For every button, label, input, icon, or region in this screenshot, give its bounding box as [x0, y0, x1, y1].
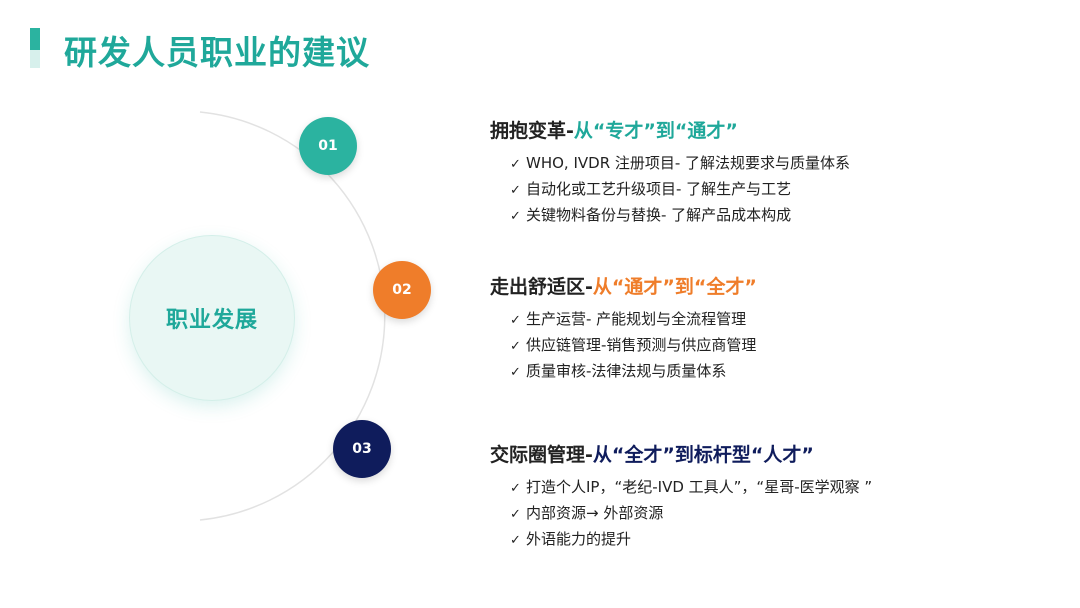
section-heading: 交际圈管理-从“全才”到标杆型“人才”: [490, 440, 1050, 467]
heading-accent: 从“通才”到“全才”: [592, 276, 757, 298]
list-item: ✓ 关键物料备份与替换- 了解产品成本构成: [510, 203, 1050, 229]
check-icon: ✓: [510, 313, 521, 328]
check-icon: ✓: [510, 183, 521, 198]
list-item: ✓ 打造个人IP，“老纪-IVD 工具人”，“星哥-医学观察 ”: [510, 475, 1050, 501]
item-text: WHO, IVDR 注册项目- 了解法规要求与质量体系: [526, 154, 851, 172]
section-heading: 走出舒适区-从“通才”到“全才”: [490, 272, 1050, 299]
heading-accent: 从“专才”到“通才”: [573, 120, 738, 142]
step-badge-03: 03: [333, 420, 391, 478]
page-title: 研发人员职业的建议: [64, 33, 370, 72]
check-icon: ✓: [510, 157, 521, 172]
section-02: 走出舒适区-从“通才”到“全才” ✓ 生产运营- 产能规划与全流程管理 ✓ 供应链管…: [490, 272, 1050, 385]
list-item: ✓ 外语能力的提升: [510, 527, 1050, 553]
check-icon: ✓: [510, 209, 521, 224]
item-text: 供应链管理-销售预测与供应商管理: [526, 336, 757, 354]
check-icon: ✓: [510, 533, 521, 548]
check-icon: ✓: [510, 481, 521, 496]
list-item: ✓ 质量审核-法律法规与质量体系: [510, 359, 1050, 385]
item-text: 外语能力的提升: [526, 530, 632, 548]
section-heading: 拥抱变革-从“专才”到“通才”: [490, 116, 1050, 143]
center-circle: 职业发展: [130, 236, 294, 400]
check-icon: ✓: [510, 365, 521, 380]
heading-main: 拥抱变革-: [490, 120, 574, 142]
item-text: 质量审核-法律法规与质量体系: [526, 362, 727, 380]
list-item: ✓ 供应链管理-销售预测与供应商管理: [510, 333, 1050, 359]
section-01: 拥抱变革-从“专才”到“通才” ✓ WHO, IVDR 注册项目- 了解法规要求与…: [490, 116, 1050, 229]
list-item: ✓ 生产运营- 产能规划与全流程管理: [510, 307, 1050, 333]
center-label: 职业发展: [165, 308, 258, 333]
list-item: ✓ WHO, IVDR 注册项目- 了解法规要求与质量体系: [510, 151, 1050, 177]
item-text: 生产运营- 产能规划与全流程管理: [526, 310, 747, 328]
heading-main: 交际圈管理-: [490, 444, 593, 466]
item-text: 关键物料备份与替换- 了解产品成本构成: [526, 206, 792, 224]
step-badge-02: 02: [373, 261, 431, 319]
check-icon: ✓: [510, 507, 521, 522]
item-text: 打造个人IP，“老纪-IVD 工具人”，“星哥-医学观察 ”: [526, 478, 873, 496]
title-accent-bar: [30, 28, 40, 68]
item-list: ✓ 打造个人IP，“老纪-IVD 工具人”，“星哥-医学观察 ” ✓ 内部资源→ 外…: [490, 475, 1050, 553]
list-item: ✓ 自动化或工艺升级项目- 了解生产与工艺: [510, 177, 1050, 203]
list-item: ✓ 内部资源→ 外部资源: [510, 501, 1050, 527]
check-icon: ✓: [510, 339, 521, 354]
item-list: ✓ 生产运营- 产能规划与全流程管理 ✓ 供应链管理-销售预测与供应商管理 ✓ 质量审…: [490, 307, 1050, 385]
heading-accent: 从“全才”到标杆型“人才”: [592, 444, 814, 466]
item-text: 内部资源→ 外部资源: [526, 504, 664, 522]
section-03: 交际圈管理-从“全才”到标杆型“人才” ✓ 打造个人IP，“老纪-IVD 工具人”…: [490, 440, 1050, 553]
item-text: 自动化或工艺升级项目- 了解生产与工艺: [526, 180, 792, 198]
item-list: ✓ WHO, IVDR 注册项目- 了解法规要求与质量体系 ✓ 自动化或工艺升级项目…: [490, 151, 1050, 229]
step-badge-01: 01: [299, 117, 357, 175]
heading-main: 走出舒适区-: [490, 276, 593, 298]
